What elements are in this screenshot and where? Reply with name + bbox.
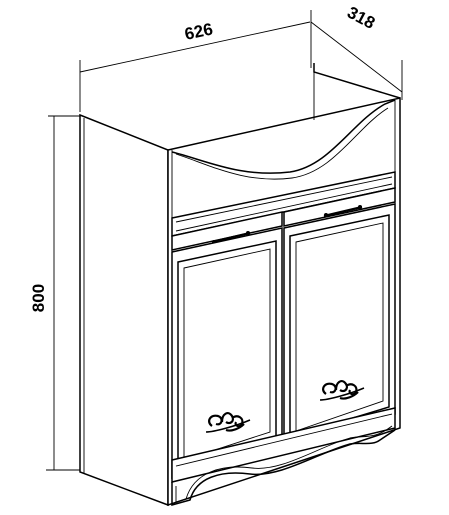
height-label: 800 [29, 284, 48, 312]
width-label: 626 [183, 19, 215, 43]
door-right [283, 203, 396, 447]
sink-basin-inner-edge [175, 107, 389, 180]
handle-right-icon [323, 205, 363, 218]
top-rail-inner-line-2 [175, 183, 393, 232]
depth-label: 318 [344, 3, 378, 33]
base-scalloped-apron [171, 429, 396, 506]
drawer-right [283, 187, 396, 227]
drawer-left [171, 211, 283, 251]
ornament-right-icon [319, 380, 365, 401]
sink-basin-edge [171, 99, 396, 174]
height-dimension: 800 [29, 115, 82, 471]
left-side-panel [79, 113, 169, 507]
width-dimension: 626 [79, 10, 312, 112]
top-rail-inner-line [175, 176, 393, 223]
ornament-left-icon [205, 412, 251, 433]
width-dimension-line [79, 21, 311, 73]
depth-dimension-line [310, 21, 403, 93]
cabinet-body [79, 63, 401, 507]
cabinet-base [171, 407, 396, 506]
